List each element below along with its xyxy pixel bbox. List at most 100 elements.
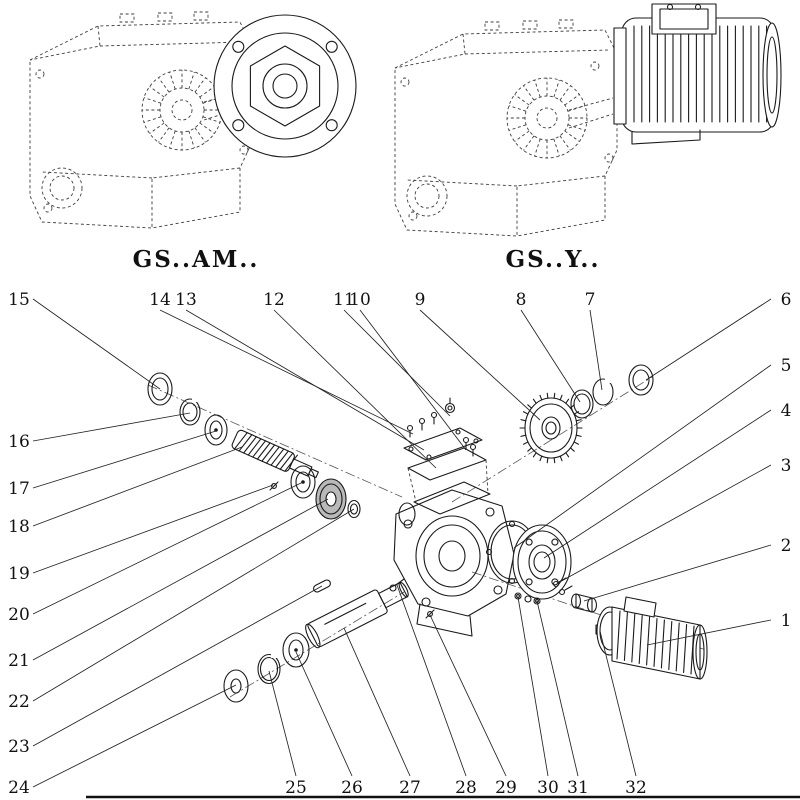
motor-terminal-box: [623, 596, 657, 618]
part-screws-14: [406, 411, 438, 438]
flange-bolt-hole: [325, 40, 338, 53]
gsam-output-flange: [213, 14, 357, 158]
part-bolt-28: [389, 578, 405, 592]
callout-leader-17: [32, 430, 217, 489]
callout-number-22: 22: [8, 692, 30, 712]
callout-number-18: 18: [8, 517, 30, 537]
callout-number-8: 8: [516, 290, 527, 310]
part-pin-29: [425, 609, 435, 619]
callout-number-20: 20: [8, 605, 30, 625]
callout-number-19: 19: [8, 564, 30, 584]
callout-leader-19: [32, 484, 274, 574]
callout-leader-26: [295, 651, 353, 777]
callout-leader-13: [185, 309, 425, 451]
callout-leader-29: [429, 614, 507, 777]
part-worm-wheel-9: [519, 392, 583, 464]
part-gear-housing: [393, 481, 515, 637]
part-screws-3: [552, 577, 573, 596]
part-seal-15: [147, 372, 173, 406]
callout-number-23: 23: [8, 737, 30, 757]
callout-leader-30: [517, 596, 549, 777]
part-output-flange-4: [512, 524, 572, 600]
callout-leader-5: [513, 364, 772, 549]
part-bushing-2: [570, 593, 598, 613]
callout-leader-3: [557, 464, 772, 584]
callout-number-13: 13: [175, 290, 197, 310]
callout-number-2: 2: [781, 536, 792, 556]
part-ring-6: [628, 364, 654, 396]
callout-number-28: 28: [455, 778, 477, 798]
callout-number-26: 26: [341, 778, 363, 798]
callout-leader-16: [32, 412, 191, 442]
output-axis-line: [229, 591, 405, 698]
callout-leader-21: [32, 498, 329, 661]
callout-leader-2: [583, 544, 772, 602]
part-circlip-25: [257, 652, 281, 685]
callout-number-7: 7: [585, 290, 596, 310]
part-vent-plug-11: [444, 397, 456, 414]
callout-number-24: 24: [8, 778, 30, 798]
motor-foot: [631, 129, 701, 145]
callout-number-11: 11: [333, 290, 355, 310]
callout-leader-14: [159, 309, 414, 435]
gearbox-housing-drawing: [29, 11, 253, 229]
flange-bolt-hole: [232, 119, 245, 132]
callout-leader-23: [32, 585, 323, 747]
part-pin-19: [269, 481, 279, 491]
callout-leader-18: [32, 446, 243, 527]
motor-cooling-fins: [616, 610, 695, 675]
callout-leader-10: [359, 309, 467, 451]
callout-leader-28: [396, 584, 467, 777]
callout-leader-11: [343, 309, 451, 417]
callout-number-9: 9: [415, 290, 426, 310]
part-ring-8: [570, 389, 594, 419]
callout-leader-7: [589, 309, 603, 391]
callout-leader-20: [32, 481, 304, 615]
callout-leader-4: [543, 409, 772, 559]
callout-number-32: 32: [625, 778, 647, 798]
flange-bolt-hole: [325, 119, 338, 132]
callout-number-12: 12: [263, 290, 285, 310]
callout-number-21: 21: [8, 651, 30, 671]
callout-leader-25: [268, 670, 297, 777]
gsy-motor: [613, 3, 782, 145]
callout-leader-12: [273, 309, 437, 469]
callout-number-15: 15: [8, 290, 30, 310]
worm-thread-hatch: [233, 432, 299, 472]
part-worm-shaft-18: [231, 429, 319, 479]
callout-number-30: 30: [537, 778, 559, 798]
gearbox-housing-drawing-right: [394, 19, 618, 237]
callout-number-31: 31: [567, 778, 589, 798]
part-ring-22: [347, 499, 361, 519]
callout-number-6: 6: [781, 290, 792, 310]
projection-line: [407, 467, 417, 503]
callout-number-27: 27: [399, 778, 421, 798]
part-circlip-7: [592, 377, 614, 406]
part-motor-1: [595, 596, 708, 680]
part-washer-24: [223, 669, 249, 703]
callout-number-1: 1: [781, 611, 792, 631]
gear-axis-line: [451, 376, 653, 503]
part-retaining-ring-16: [179, 397, 201, 426]
variant-label-gsam: GS..AM..: [133, 246, 260, 273]
callout-leader-8: [520, 309, 581, 403]
callout-number-4: 4: [781, 401, 792, 421]
flange-bolt-hole: [232, 40, 245, 53]
callout-leader-9: [419, 309, 541, 421]
callout-number-5: 5: [781, 356, 792, 376]
variant-label-gsy: GS..Y..: [506, 246, 601, 273]
callout-number-29: 29: [495, 778, 517, 798]
callout-leader-32: [599, 630, 637, 777]
exploded-view: [147, 364, 708, 703]
flange-hub-hexagon: [249, 45, 321, 127]
callout-leader-31: [536, 600, 579, 777]
callout-leader-24: [32, 684, 237, 788]
callout-leader-15: [32, 298, 161, 390]
callout-number-3: 3: [781, 456, 792, 476]
part-worm-wheel-washer-21: [315, 478, 347, 520]
callout-number-14: 14: [149, 290, 171, 310]
part-bearing-26: [282, 632, 310, 668]
callout-leader-27: [343, 627, 411, 777]
